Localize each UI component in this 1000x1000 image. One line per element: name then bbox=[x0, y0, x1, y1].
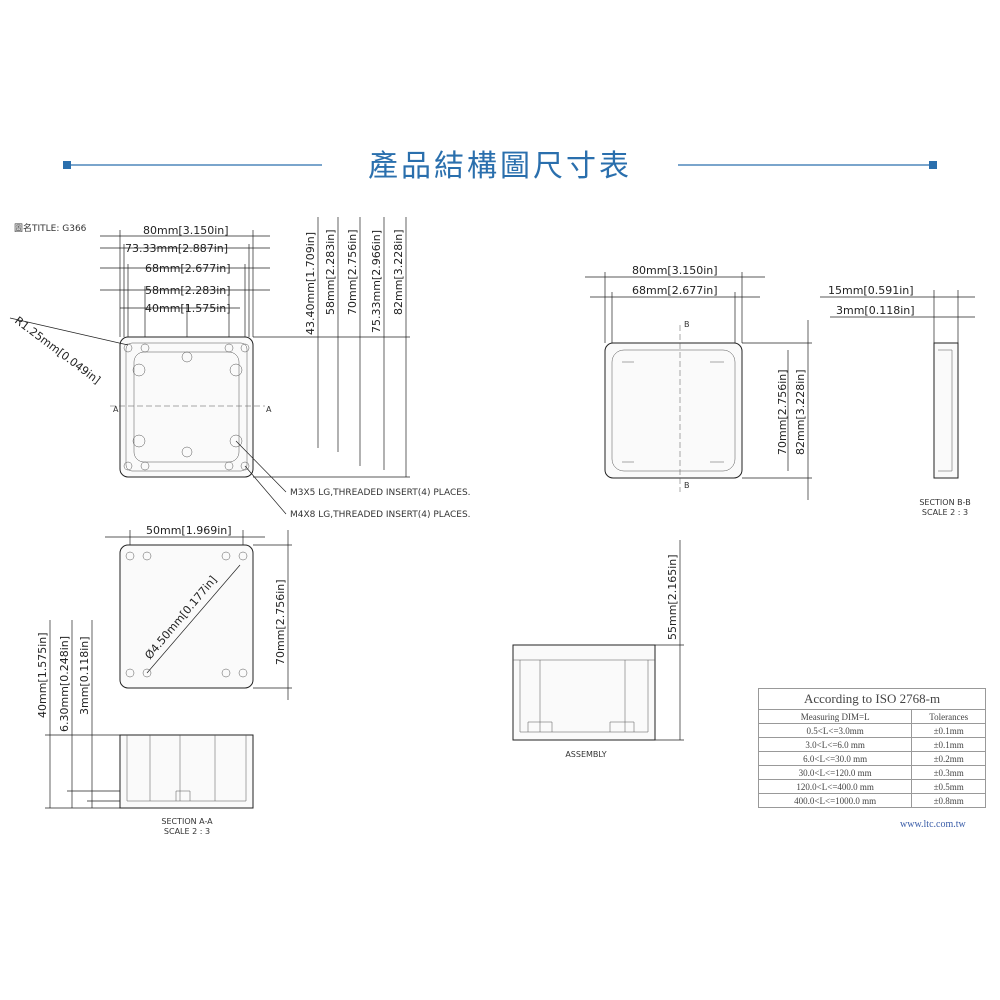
lid-dim-70mm: 70mm[2.756in] bbox=[776, 369, 789, 455]
note-m3: M3X5 LG,THREADED INSERT(4) PLACES. bbox=[290, 488, 471, 498]
dim-82mm-v: 82mm[3.228in] bbox=[392, 229, 405, 315]
page-title: 產品結構圖尺寸表 bbox=[368, 149, 632, 184]
table-row: 6.0<L<=30.0 mm±0.2mm bbox=[757, 751, 986, 766]
section-mark-a: A bbox=[113, 405, 119, 414]
tolerance-cell: ±0.1mm bbox=[911, 737, 986, 752]
section-bb-scale: SCALE 2 : 3 bbox=[922, 508, 968, 517]
table-row: 400.0<L<=1000.0 mm±0.8mm bbox=[757, 793, 986, 808]
section-aa-label: SECTION A-A bbox=[161, 817, 213, 826]
range-cell: 30.0<L<=120.0 mm bbox=[757, 765, 913, 780]
dim-70mm-v: 70mm[2.756in] bbox=[346, 229, 359, 315]
assembly-view: 55mm[2.165in] ASSEMBLY bbox=[512, 540, 684, 759]
table-row: 30.0<L<=120.0 mm±0.3mm bbox=[757, 765, 986, 780]
tolerance-cell: ±0.3mm bbox=[911, 765, 986, 780]
section-aa-scale: SCALE 2 : 3 bbox=[164, 827, 210, 836]
lid-dim-68mm: 68mm[2.677in] bbox=[632, 284, 718, 297]
table-row: 120.0<L<=400.0 mm±0.5mm bbox=[757, 779, 986, 794]
range-cell: 0.5<L<=3.0mm bbox=[757, 723, 913, 738]
assembly-dim-55mm: 55mm[2.165in] bbox=[666, 554, 679, 640]
range-cell: 400.0<L<=1000.0 mm bbox=[757, 793, 913, 808]
section-bb-label: SECTION B-B bbox=[919, 498, 970, 507]
range-cell: 120.0<L<=400.0 mm bbox=[757, 779, 913, 794]
note-m4: M4X8 LG,THREADED INSERT(4) PLACES. bbox=[290, 510, 471, 520]
tolerance-cell: ±0.8mm bbox=[911, 793, 986, 808]
dim-40mm: 40mm[1.575in] bbox=[145, 302, 231, 315]
bb-dim-15mm: 15mm[0.591in] bbox=[828, 284, 914, 297]
range-cell: 6.0<L<=30.0 mm bbox=[757, 751, 913, 766]
table-title: According to ISO 2768-m bbox=[758, 688, 986, 710]
tolerance-cell: ±0.5mm bbox=[911, 779, 986, 794]
bottom-dim-70mm: 70mm[2.756in] bbox=[274, 579, 287, 665]
table-row: 3.0<L<=6.0 mm±0.1mm bbox=[757, 737, 986, 752]
section-mark-b: B bbox=[684, 481, 690, 490]
dim-68mm: 68mm[2.677in] bbox=[145, 262, 231, 275]
dim-58mm-v: 58mm[2.283in] bbox=[324, 229, 337, 315]
bottom-view: 50mm[1.969in] 70mm[2.756in] Ø4.50mm[0.17… bbox=[105, 524, 292, 700]
dim-75mm-v: 75.33mm[2.966in] bbox=[370, 230, 383, 333]
range-cell: 3.0<L<=6.0 mm bbox=[757, 737, 913, 752]
dim-43mm: 43.40mm[1.709in] bbox=[304, 232, 317, 335]
aa-dim-40mm: 40mm[1.575in] bbox=[36, 632, 49, 718]
radius-dim: R1.25mm[0.049in] bbox=[12, 314, 103, 387]
dim-58mm: 58mm[2.283in] bbox=[145, 284, 231, 297]
lid-dim-80mm: 80mm[3.150in] bbox=[632, 264, 718, 277]
aa-dim-3mm: 3mm[0.118in] bbox=[78, 636, 91, 715]
assembly-label: ASSEMBLY bbox=[565, 750, 606, 759]
section-a-a: 40mm[1.575in] 6.30mm[0.248in] 3mm[0.118i… bbox=[36, 620, 254, 836]
section-mark-b: B bbox=[684, 320, 690, 329]
section-mark-a: A bbox=[266, 405, 272, 414]
lid-view: B B 80mm[3.150in] 68mm[2.677in] 70mm[2.7… bbox=[585, 264, 812, 500]
dim-80mm: 80mm[3.150in] bbox=[143, 224, 229, 237]
table-header: Measuring DIM=L bbox=[757, 709, 913, 724]
table-row: 0.5<L<=3.0mm±0.1mm bbox=[757, 723, 986, 738]
table-header: Tolerances bbox=[911, 709, 986, 724]
section-b-b: 15mm[0.591in] 3mm[0.118in] SECTION B-B S… bbox=[820, 284, 975, 517]
top-view: A A 80mm[3.150in] 73.33mm[2.887in] 68mm[… bbox=[9, 217, 471, 520]
dim-73mm: 73.33mm[2.887in] bbox=[125, 242, 228, 255]
header: 產品結構圖尺寸表 bbox=[63, 149, 937, 184]
tolerance-cell: ±0.1mm bbox=[911, 723, 986, 738]
website-link[interactable]: www.ltc.com.tw bbox=[900, 819, 966, 830]
lid-dim-82mm: 82mm[3.228in] bbox=[794, 369, 807, 455]
tolerance-cell: ±0.2mm bbox=[911, 751, 986, 766]
drawing-title: 圖名TITLE: G366 bbox=[14, 222, 87, 234]
aa-dim-6mm: 6.30mm[0.248in] bbox=[58, 636, 71, 732]
bb-dim-3mm: 3mm[0.118in] bbox=[836, 304, 915, 317]
bottom-dim-50mm: 50mm[1.969in] bbox=[146, 524, 232, 537]
